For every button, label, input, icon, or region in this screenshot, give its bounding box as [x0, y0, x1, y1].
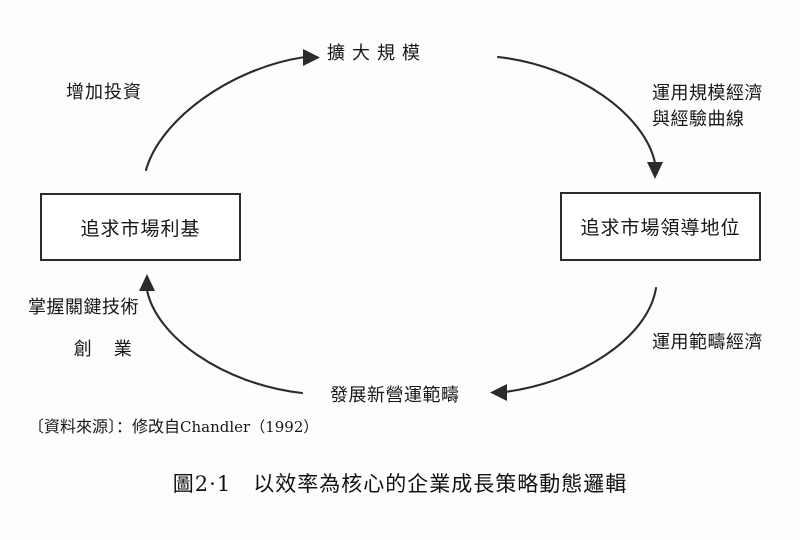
edge-label-expand-scale: 擴大規模 — [327, 43, 427, 64]
arrow-newbiz-to-niche — [139, 274, 304, 395]
edge-label-economies-of-scale-line2: 與經驗曲線 — [652, 109, 745, 130]
edge-label-economies-of-scale-line1: 運用規模經濟 — [652, 83, 763, 104]
figure-caption-title: 以效率為核心的企業成長策略動態邏輯 — [253, 472, 628, 496]
edge-label-develop-new-business: 發展新營運範疇 — [330, 385, 460, 406]
arrowhead-right-icon — [303, 49, 320, 66]
node-box-market-niche[interactable]: 追求市場利基 — [40, 193, 241, 261]
edge-label-start-business: 創業 — [28, 337, 178, 363]
arrowhead-down-icon — [647, 162, 663, 179]
arrowhead-up-icon — [139, 274, 155, 291]
arrow-niche-to-scale — [144, 49, 320, 172]
edge-label-increase-investment: 增加投資 — [66, 82, 142, 103]
arrow-leadership-to-newbiz — [490, 286, 658, 401]
edge-label-start-business-char1: 創 — [73, 339, 114, 360]
figure-caption-number: 圖2·1 — [172, 472, 232, 496]
node-box-market-leadership[interactable]: 追求市場領導地位 — [560, 192, 761, 261]
edge-label-economies-of-scale: 運用規模經濟 與經驗曲線 — [652, 81, 763, 133]
edge-label-economies-of-scope: 運用範疇經濟 — [652, 332, 763, 353]
edge-label-master-key-technology: 掌握關鍵技術 — [28, 297, 139, 318]
source-note-text: 〔資料來源〕：修改自 — [28, 417, 181, 436]
arrowhead-left-icon — [490, 384, 507, 401]
arrow-scale-to-leadership — [496, 55, 663, 179]
node-label-market-niche: 追求市場利基 — [80, 217, 201, 240]
node-label-market-leadership: 追求市場領導地位 — [580, 217, 741, 239]
edge-label-start-business-char2: 業 — [113, 339, 133, 360]
source-note: 〔資料來源〕：修改自Chandler（1992） — [28, 413, 318, 437]
figure-caption: 圖2·1 以效率為核心的企業成長策略動態邏輯 — [0, 468, 800, 498]
source-note-reference: Chandler（1992） — [180, 418, 319, 436]
